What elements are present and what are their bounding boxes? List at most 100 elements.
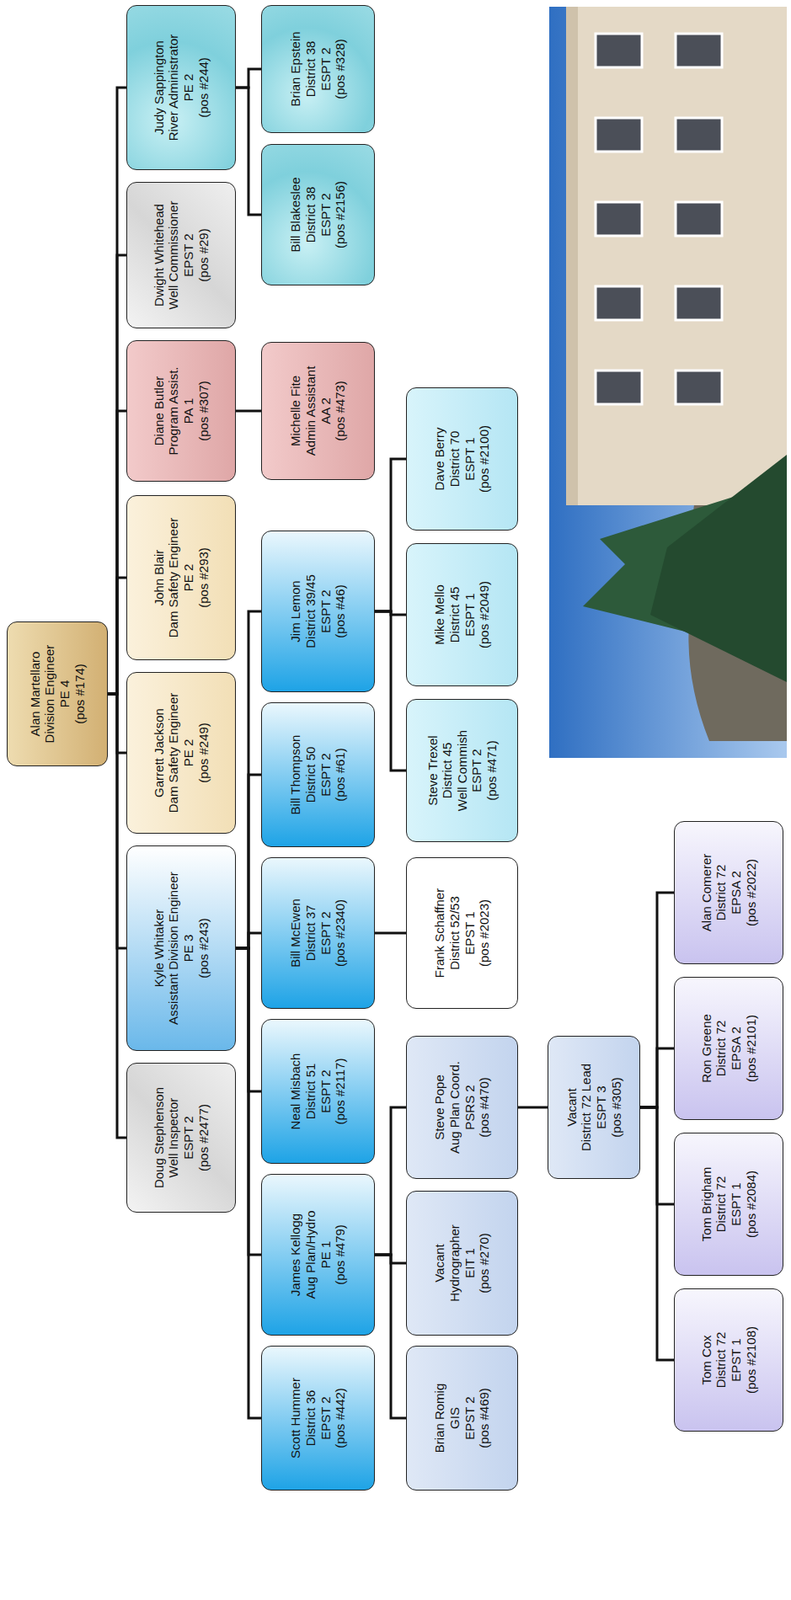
org-box: Judy SappingtonRiver AdministratorPE 2(p…	[126, 5, 236, 171]
person-name: Alan Comerer	[699, 854, 715, 933]
position-detail: PE 2	[181, 564, 197, 593]
person-name: Steve Pope	[432, 1074, 448, 1141]
position-detail: ESPT 2	[318, 1069, 334, 1113]
building-cornice	[566, 6, 578, 506]
person-name: Dave Berry	[432, 427, 448, 491]
org-box: Doug StephensonWell InspectorESPT 2(pos …	[126, 1063, 236, 1214]
position-detail: PE 1	[318, 1241, 334, 1270]
position-detail: Aug Plan Coord.	[447, 1061, 463, 1155]
position-detail: (pos #470)	[476, 1077, 492, 1139]
position-detail: EIT 1	[462, 1248, 478, 1279]
position-detail: District 72	[713, 1020, 729, 1078]
position-detail: Assistant Division Engineer	[165, 871, 182, 1026]
position-detail: ESPT 2	[181, 1116, 197, 1160]
org-box: Frank SchaffnerDistrict 52/53EPST 1(pos …	[406, 857, 519, 1010]
position-detail: ESPT 3	[593, 1085, 610, 1129]
window	[595, 286, 642, 321]
position-detail: (pos #2108)	[743, 1326, 759, 1395]
person-name: Bill Blakeslee	[288, 176, 304, 252]
building-photo	[549, 6, 787, 759]
position-detail: (pos #174)	[72, 663, 88, 725]
sky	[549, 6, 787, 759]
building-windows	[595, 33, 722, 405]
position-detail: (pos #2340)	[332, 899, 348, 968]
org-box: Mike MelloDistrict 45ESPT 1(pos #2049)	[406, 543, 519, 687]
position-detail: District 52/53	[447, 896, 463, 971]
position-detail: EPST 1	[728, 1338, 744, 1382]
position-detail: District 45	[447, 587, 463, 644]
position-detail: District 72	[713, 1176, 729, 1234]
org-connector	[640, 1107, 674, 1361]
window	[595, 202, 642, 236]
org-connector	[518, 1106, 548, 1110]
org-box: James KelloggAug Plan/HydroPE 1(pos #479…	[261, 1174, 375, 1337]
position-detail: (pos #328)	[332, 38, 348, 100]
org-box: Alan MartellaroDivision EngineerPE 4(pos…	[6, 621, 108, 767]
org-box: Alan ComererDistrict 72EPSA 2(pos #2022)	[673, 821, 784, 965]
position-detail: Division Engineer	[42, 645, 58, 744]
org-box: Bill ThompsonDistrict 50ESPT 2(pos #61)	[261, 702, 375, 848]
position-detail: (pos #270)	[476, 1233, 492, 1294]
position-detail: District 72 Lead	[578, 1063, 594, 1152]
position-detail: (pos #249)	[196, 722, 212, 784]
window	[675, 117, 722, 152]
org-connector	[235, 69, 262, 88]
org-box: Bill BlakesleeDistrict 38ESPT 2(pos #215…	[261, 144, 375, 286]
person-name: Tom Cox	[699, 1335, 715, 1385]
person-name: Bill Thompson	[288, 735, 304, 816]
position-detail: EPSA 2	[728, 1026, 744, 1071]
position-detail: ESPT 2	[318, 753, 334, 797]
person-name: John Blair	[151, 550, 167, 607]
position-detail: Hydrographer	[447, 1224, 463, 1303]
position-detail: District 50	[303, 747, 319, 804]
person-name: Kyle Whitaker	[151, 909, 167, 989]
position-detail: ESPT 1	[728, 1182, 744, 1226]
position-detail: ESPT 1	[462, 593, 478, 637]
org-connector	[235, 948, 262, 1419]
window	[595, 33, 642, 68]
person-name: Frank Schaffner	[432, 888, 448, 979]
org-connector	[107, 694, 127, 949]
position-detail: District 37	[303, 905, 319, 963]
org-box: Bill McEwenDistrict 37ESPT 2(pos #2340)	[261, 857, 375, 1010]
person-name: Alan Martellaro	[27, 652, 43, 738]
org-connector	[107, 694, 127, 754]
position-detail: (pos #2117)	[332, 1058, 348, 1126]
org-connector	[374, 1107, 407, 1256]
position-detail: (pos #471)	[484, 740, 500, 802]
position-detail: PE 2	[181, 739, 197, 768]
org-connector	[640, 892, 674, 1108]
position-detail: (pos #243)	[196, 918, 212, 979]
person-name: Brian Romig	[432, 1384, 448, 1454]
position-detail: Aug Plan/Hydro	[303, 1210, 319, 1299]
org-box: Garrett JacksonDam Safety EngineerPE 2(p…	[126, 672, 236, 834]
person-name: Judy Sappington	[151, 40, 167, 135]
position-detail: PE 3	[181, 935, 197, 963]
org-box: Steve PopeAug Plan Coord.PSRS 2(pos #470…	[406, 1036, 519, 1180]
position-detail: (pos #46)	[332, 584, 348, 638]
position-detail: ESPT 2	[318, 192, 334, 236]
org-connector	[235, 948, 262, 1092]
org-box: Scott HummerDistrict 36EPST 2(pos #442)	[261, 1346, 375, 1492]
org-connector	[374, 932, 407, 936]
person-name: Scott Hummer	[288, 1378, 304, 1460]
person-name: Diane Butler	[151, 376, 167, 447]
position-detail: (pos #244)	[196, 57, 212, 118]
position-detail: District 36	[303, 1390, 319, 1448]
org-connector	[107, 87, 127, 695]
position-detail: (pos #469)	[476, 1388, 492, 1449]
evergreen-tree	[650, 454, 787, 683]
org-connector	[640, 1107, 674, 1205]
position-detail: District 45	[439, 742, 455, 800]
person-name: Tom Brigham	[699, 1167, 715, 1242]
position-detail: PE 4	[57, 680, 73, 709]
position-detail: District 72	[713, 865, 729, 922]
person-name: Bill McEwen	[288, 898, 304, 968]
position-detail: (pos #2023)	[476, 899, 492, 968]
org-box: Diane ButlerProgram Assist.PA 1(pos #307…	[126, 340, 236, 482]
org-box: Michelle FiteAdmin AssistantAA 2(pos #47…	[261, 342, 375, 481]
window	[675, 202, 722, 236]
position-detail: EPST 2	[181, 233, 197, 277]
position-detail: EPST 2	[462, 1396, 478, 1440]
